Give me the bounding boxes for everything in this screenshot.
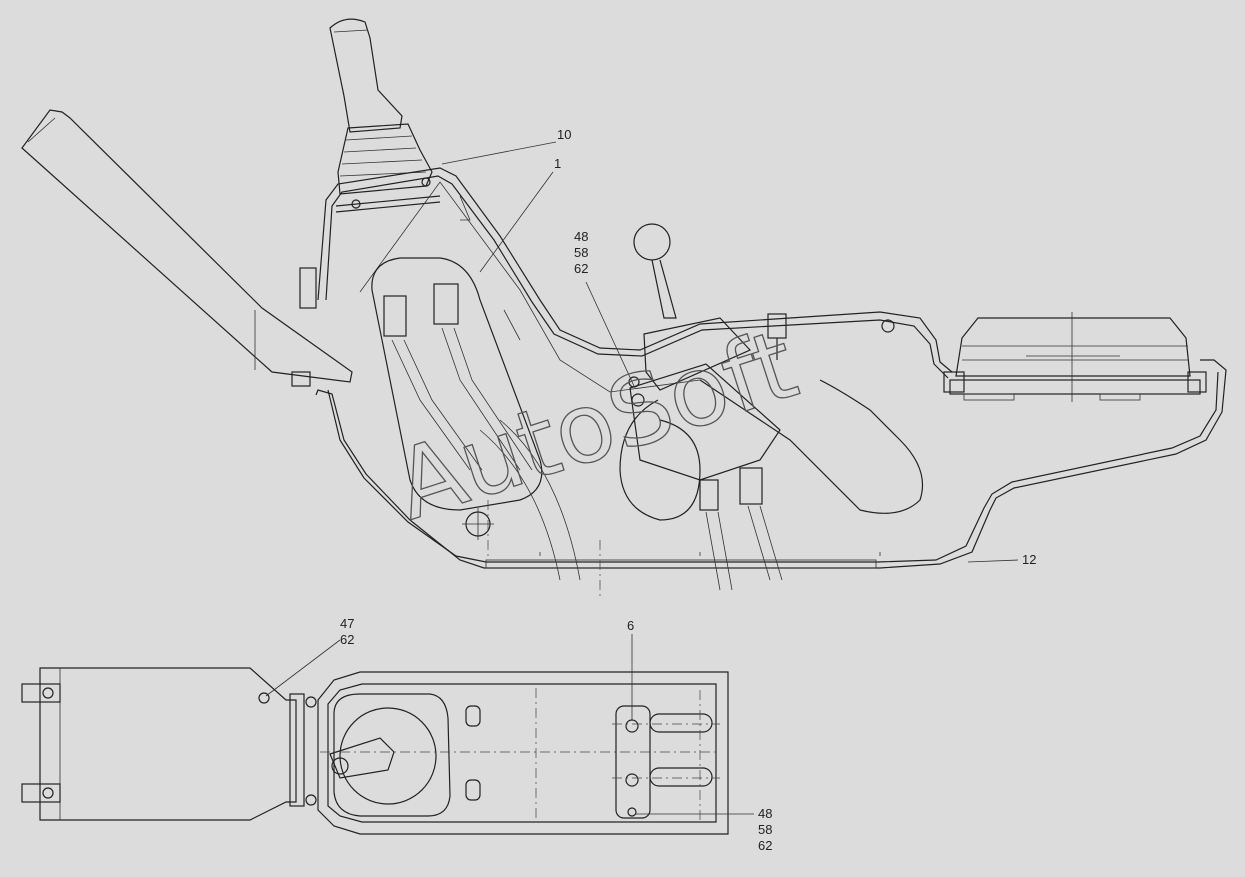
top-lever-arm [21, 667, 317, 821]
callout-58-top: 58 [758, 822, 772, 837]
hydraulic-block [371, 257, 581, 581]
callout-62-top: 62 [340, 632, 354, 647]
callout-1: 1 [554, 156, 561, 171]
callout-62-side: 62 [574, 261, 588, 276]
callout-12: 12 [1022, 552, 1036, 567]
joystick [329, 18, 441, 213]
callout-58-side: 58 [574, 245, 588, 260]
secondary-lever [619, 223, 924, 591]
callout-6: 6 [627, 618, 634, 633]
watermark: AutoSoft [382, 308, 809, 542]
right-end [767, 312, 1207, 402]
top-housing [317, 671, 729, 835]
housing [315, 167, 1227, 569]
callout-47: 47 [340, 616, 354, 631]
callout-62-bottom: 62 [758, 838, 772, 853]
callout-10: 10 [557, 127, 571, 142]
callouts: 10 1 48 58 62 12 47 62 6 48 58 62 [265, 127, 1036, 853]
callout-48-side: 48 [574, 229, 588, 244]
lever-arm [21, 109, 353, 387]
callout-48-top: 48 [758, 806, 772, 821]
top-view [21, 667, 729, 835]
side-view [21, 18, 1227, 600]
